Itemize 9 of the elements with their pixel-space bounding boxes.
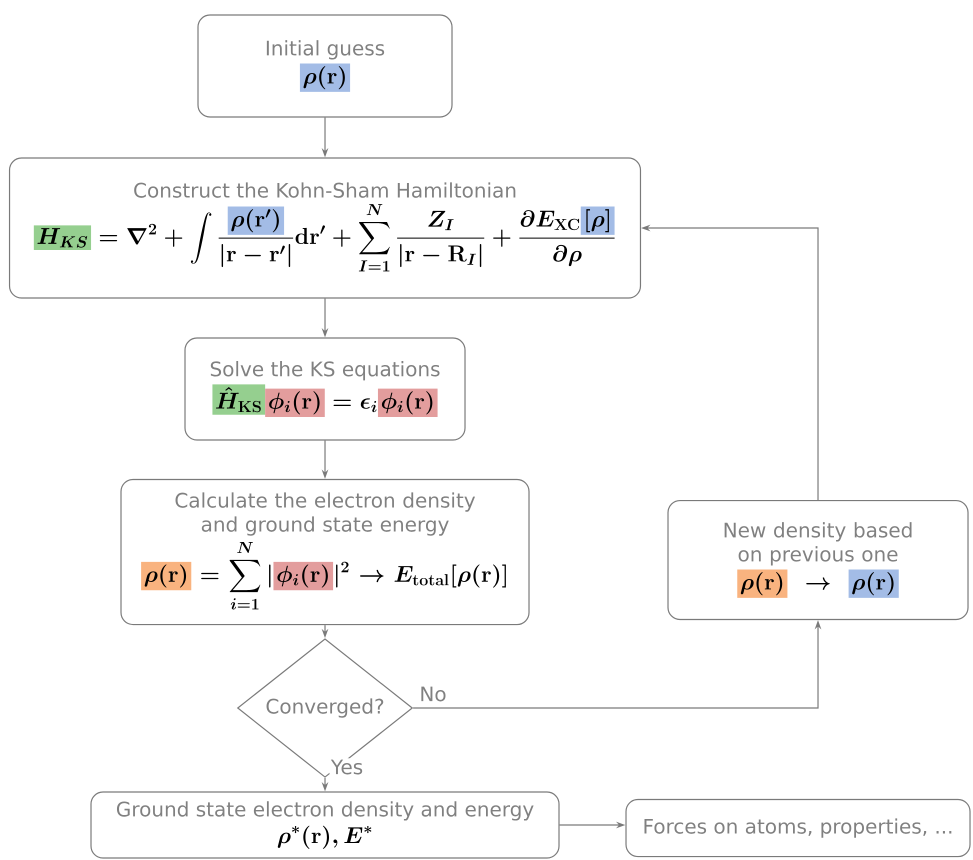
process-box: New density based on previous one $\colorbox[HTML]{F9B37F}{$\rho(\mathbf{r})$}\rightarrow\colorbox[HTML]{A3BCE6}{$\rho(\mathbf{r})$}$ xyxy=(667,500,969,620)
edge-label: No xyxy=(418,685,448,703)
process-box: Solve the KS equations $\colorbox[HTML]{95CF8F}{$\hat{H}_{\mathrm{KS}}$}\colorbox[HTML]{E39D9D}{$\phi_i(\mathbf{r})$} = \epsilon_i\colorbox[HTML]{E39D9D}{$\phi_i(\mathbf{r})$}$ xyxy=(184,337,466,441)
edge-label: Yes xyxy=(330,758,364,776)
process-box: Initial guess $\colorbox[HTML]{A3BCE6}{$\rho(\mathbf{r})$}$ xyxy=(197,14,453,118)
process-box: Ground state electron density and energy $\rho^*(\mathbf{r}), E^*$ xyxy=(90,791,560,859)
process-box: Forces on atoms, properties, ... xyxy=(625,798,971,858)
process-box: Construct the Kohn-Sham Hamiltonian $\colorbox[HTML]{95CF8F}{$H_{KS}$} = \nabla^2 + \int \frac{\colorbox[HTML]{A3BCE6}{$\rho(\mathbf{r}')$}}{|\mathbf{r}-\mathbf{r}'|}\mathrm{d}\mathbf{r}' + \sum_{I=1}^{N}\frac{Z_I}{|\mathbf{r}-\mathbf{R}_I|} + \frac{\partial E_{\mathrm{XC}}\colorbox[HTML]{A3BCE6}{$[\rho]$}}{\partial\rho}$ xyxy=(8,157,642,299)
process-box: Calculate the electron density and ground state energy $\colorbox[HTML]{F9B37F}{$\rho(\mathbf{r})$} = \sum_{i=1}^{N}|\colorbox[HTML]{E39D9D}{$\phi_i(\mathbf{r})$}|^2 \rightarrow E_{\mathrm{total}}[\rho(\mathbf{r})]$ xyxy=(120,478,530,626)
